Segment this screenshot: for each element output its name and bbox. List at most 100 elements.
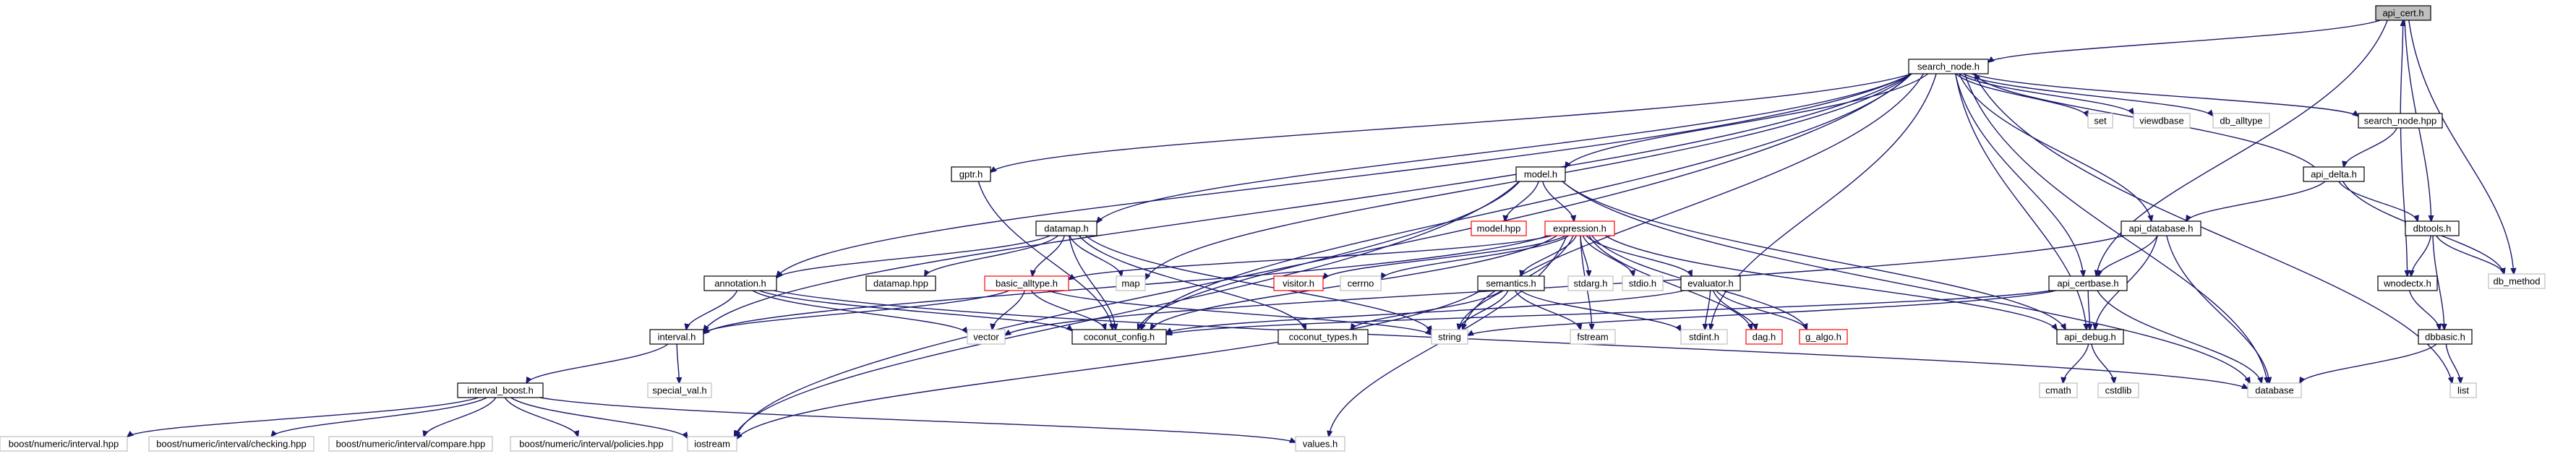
node-dbbasic-h[interactable]: dbbasic.h — [2418, 329, 2473, 345]
node-box — [687, 436, 737, 452]
edge-arrow — [1520, 290, 1681, 331]
node-datamap-h[interactable]: datamap.h — [1035, 220, 1097, 236]
edge-arrow — [1150, 235, 1557, 330]
edge-arrow — [1515, 290, 1581, 330]
node-iostream: iostream — [687, 436, 737, 452]
node-label: expression.h — [1553, 223, 1606, 234]
node-boost-numeric-interval-hpp: boost/numeric/interval.hpp — [0, 436, 128, 452]
edge-search-node-h-to-search-node-hpp — [1971, 73, 2358, 116]
node-search-node-h[interactable]: search_node.h — [1908, 59, 1989, 74]
node-label: special_val.h — [652, 385, 706, 396]
edge-arrow — [1048, 290, 1432, 335]
node-label: boost/numeric/interval/policies.hpp — [519, 439, 663, 450]
edge-arrow — [1542, 181, 1574, 221]
edge-search-node-hpp-to-api-delta-h — [2344, 127, 2398, 167]
edge-api-certbase-h-to-api-debug-h — [2088, 290, 2089, 330]
edge-arrow — [2088, 290, 2089, 330]
node-label: boost/numeric/interval/checking.hpp — [156, 439, 306, 450]
node-box — [2097, 382, 2139, 398]
node-coconut-config-h[interactable]: coconut_config.h — [1071, 329, 1167, 345]
edge-basic-alltype-h-to-vector — [992, 290, 1025, 330]
node-dbtools-h[interactable]: dbtools.h — [2405, 220, 2460, 236]
edge-search-node-h-to-map — [1145, 73, 1912, 280]
node-values-h: values.h — [1295, 436, 1345, 452]
node-vector: vector — [967, 329, 1006, 345]
edge-arrow — [1166, 290, 1685, 333]
node-semantics-h[interactable]: semantics.h — [1477, 275, 1545, 291]
edge-dbbasic-h-to-database — [2300, 343, 2437, 383]
node-cstdlib: cstdlib — [2097, 382, 2139, 398]
node-annotation-h[interactable]: annotation.h — [703, 275, 777, 291]
edge-arrow — [2400, 127, 2408, 276]
edge-arrow — [677, 343, 679, 383]
node-label: semantics.h — [1486, 278, 1536, 289]
node-box — [2212, 113, 2270, 129]
edge-datamap-h-to-basic-alltype-h — [1032, 235, 1065, 276]
edge-interval-boost-h-to-boost-checking-hpp — [271, 397, 487, 437]
node-label: set — [2094, 116, 2107, 126]
edge-search-node-h-to-api-debug-h — [1955, 73, 2087, 330]
node-stdint-h: stdint.h — [1680, 329, 1728, 345]
node-dag-h[interactable]: dag.h — [1745, 329, 1783, 345]
node-label: api_certbase.h — [2057, 278, 2118, 289]
node-db-method: db_method — [2488, 273, 2546, 289]
node-box — [1544, 220, 1615, 236]
edge-arrow — [737, 290, 1481, 439]
edge-semantics-h-to-stdint-h — [1520, 290, 1681, 331]
node-api-cert-h[interactable]: api_cert.h — [2375, 5, 2431, 21]
node-box — [2087, 113, 2113, 129]
node-fstream: fstream — [1570, 329, 1616, 345]
edge-evaluator-h-to-dag-h — [1713, 290, 1756, 330]
edge-api-certbase-h-to-coconut-config-h — [1166, 290, 2053, 335]
node-search-node-hpp[interactable]: search_node.hpp — [2358, 113, 2443, 129]
edge-annotation-h-to-vector — [752, 290, 967, 333]
node-label: stdarg.h — [1574, 278, 1608, 289]
edge-arrow — [703, 235, 1549, 334]
node-api-delta-h[interactable]: api_delta.h — [2303, 166, 2365, 182]
node-coconut-types-h[interactable]: coconut_types.h — [1278, 329, 1369, 345]
node-model-h[interactable]: model.h — [1515, 166, 1566, 182]
node-gptr-h[interactable]: gptr.h — [951, 166, 991, 182]
node-datamap-hpp[interactable]: datamap.hpp — [865, 275, 936, 291]
edge-arrow — [1955, 73, 2084, 276]
node-label: interval_boost.h — [467, 385, 534, 396]
node-model-hpp[interactable]: model.hpp — [1471, 220, 1527, 236]
edge-arrow — [1085, 235, 1432, 332]
node-label: coconut_types.h — [1289, 332, 1358, 343]
node-g-algo-h[interactable]: g_algo.h — [1799, 329, 1848, 345]
edge-datamap-h-to-coconut-config-h — [1069, 235, 1116, 330]
node-api-certbase-h[interactable]: api_certbase.h — [2048, 275, 2128, 291]
node-label: annotation.h — [714, 278, 766, 289]
edge-api-cert-h-to-api-certbase-h — [2096, 20, 2388, 276]
node-box — [865, 275, 936, 291]
edge-arrow — [539, 397, 1296, 442]
edge-arrow — [1713, 290, 1756, 330]
node-box — [1515, 166, 1566, 182]
edge-semantics-h-to-fstream — [1515, 290, 1581, 330]
node-box — [1278, 329, 1369, 345]
node-label: api_delta.h — [2311, 169, 2357, 180]
node-expression-h[interactable]: expression.h — [1544, 220, 1615, 236]
node-evaluator-h[interactable]: evaluator.h — [1680, 275, 1741, 291]
node-api-database-h[interactable]: api_database.h — [2121, 220, 2201, 236]
edge-arrow — [773, 290, 2248, 389]
node-interval-h[interactable]: interval.h — [649, 329, 704, 345]
edge-model-h-to-model-hpp — [1505, 181, 1539, 221]
node-api-debug-h[interactable]: api_debug.h — [2056, 329, 2124, 345]
node-box — [1116, 275, 1146, 291]
node-wnodectx-h[interactable]: wnodectx.h — [2377, 275, 2438, 291]
node-basic-alltype-h[interactable]: basic_alltype.h — [984, 275, 1069, 291]
edge-arrow — [1097, 73, 1912, 223]
node-label: dbbasic.h — [2425, 332, 2465, 343]
edge-expression-h-to-interval-h — [703, 235, 1549, 334]
node-label: values.h — [1303, 439, 1338, 450]
node-interval-boost-h[interactable]: interval_boost.h — [457, 382, 544, 398]
node-label: vector — [973, 332, 999, 343]
node-label: search_node.h — [1917, 61, 1980, 72]
edge-datamap-h-to-annotation-h — [776, 235, 1050, 278]
edge-expression-h-to-coconut-config-h — [1150, 235, 1557, 330]
node-label: interval.h — [658, 332, 696, 343]
edge-api-debug-h-to-cstdlib — [2091, 343, 2114, 383]
node-visitor-h[interactable]: visitor.h — [1273, 275, 1324, 291]
